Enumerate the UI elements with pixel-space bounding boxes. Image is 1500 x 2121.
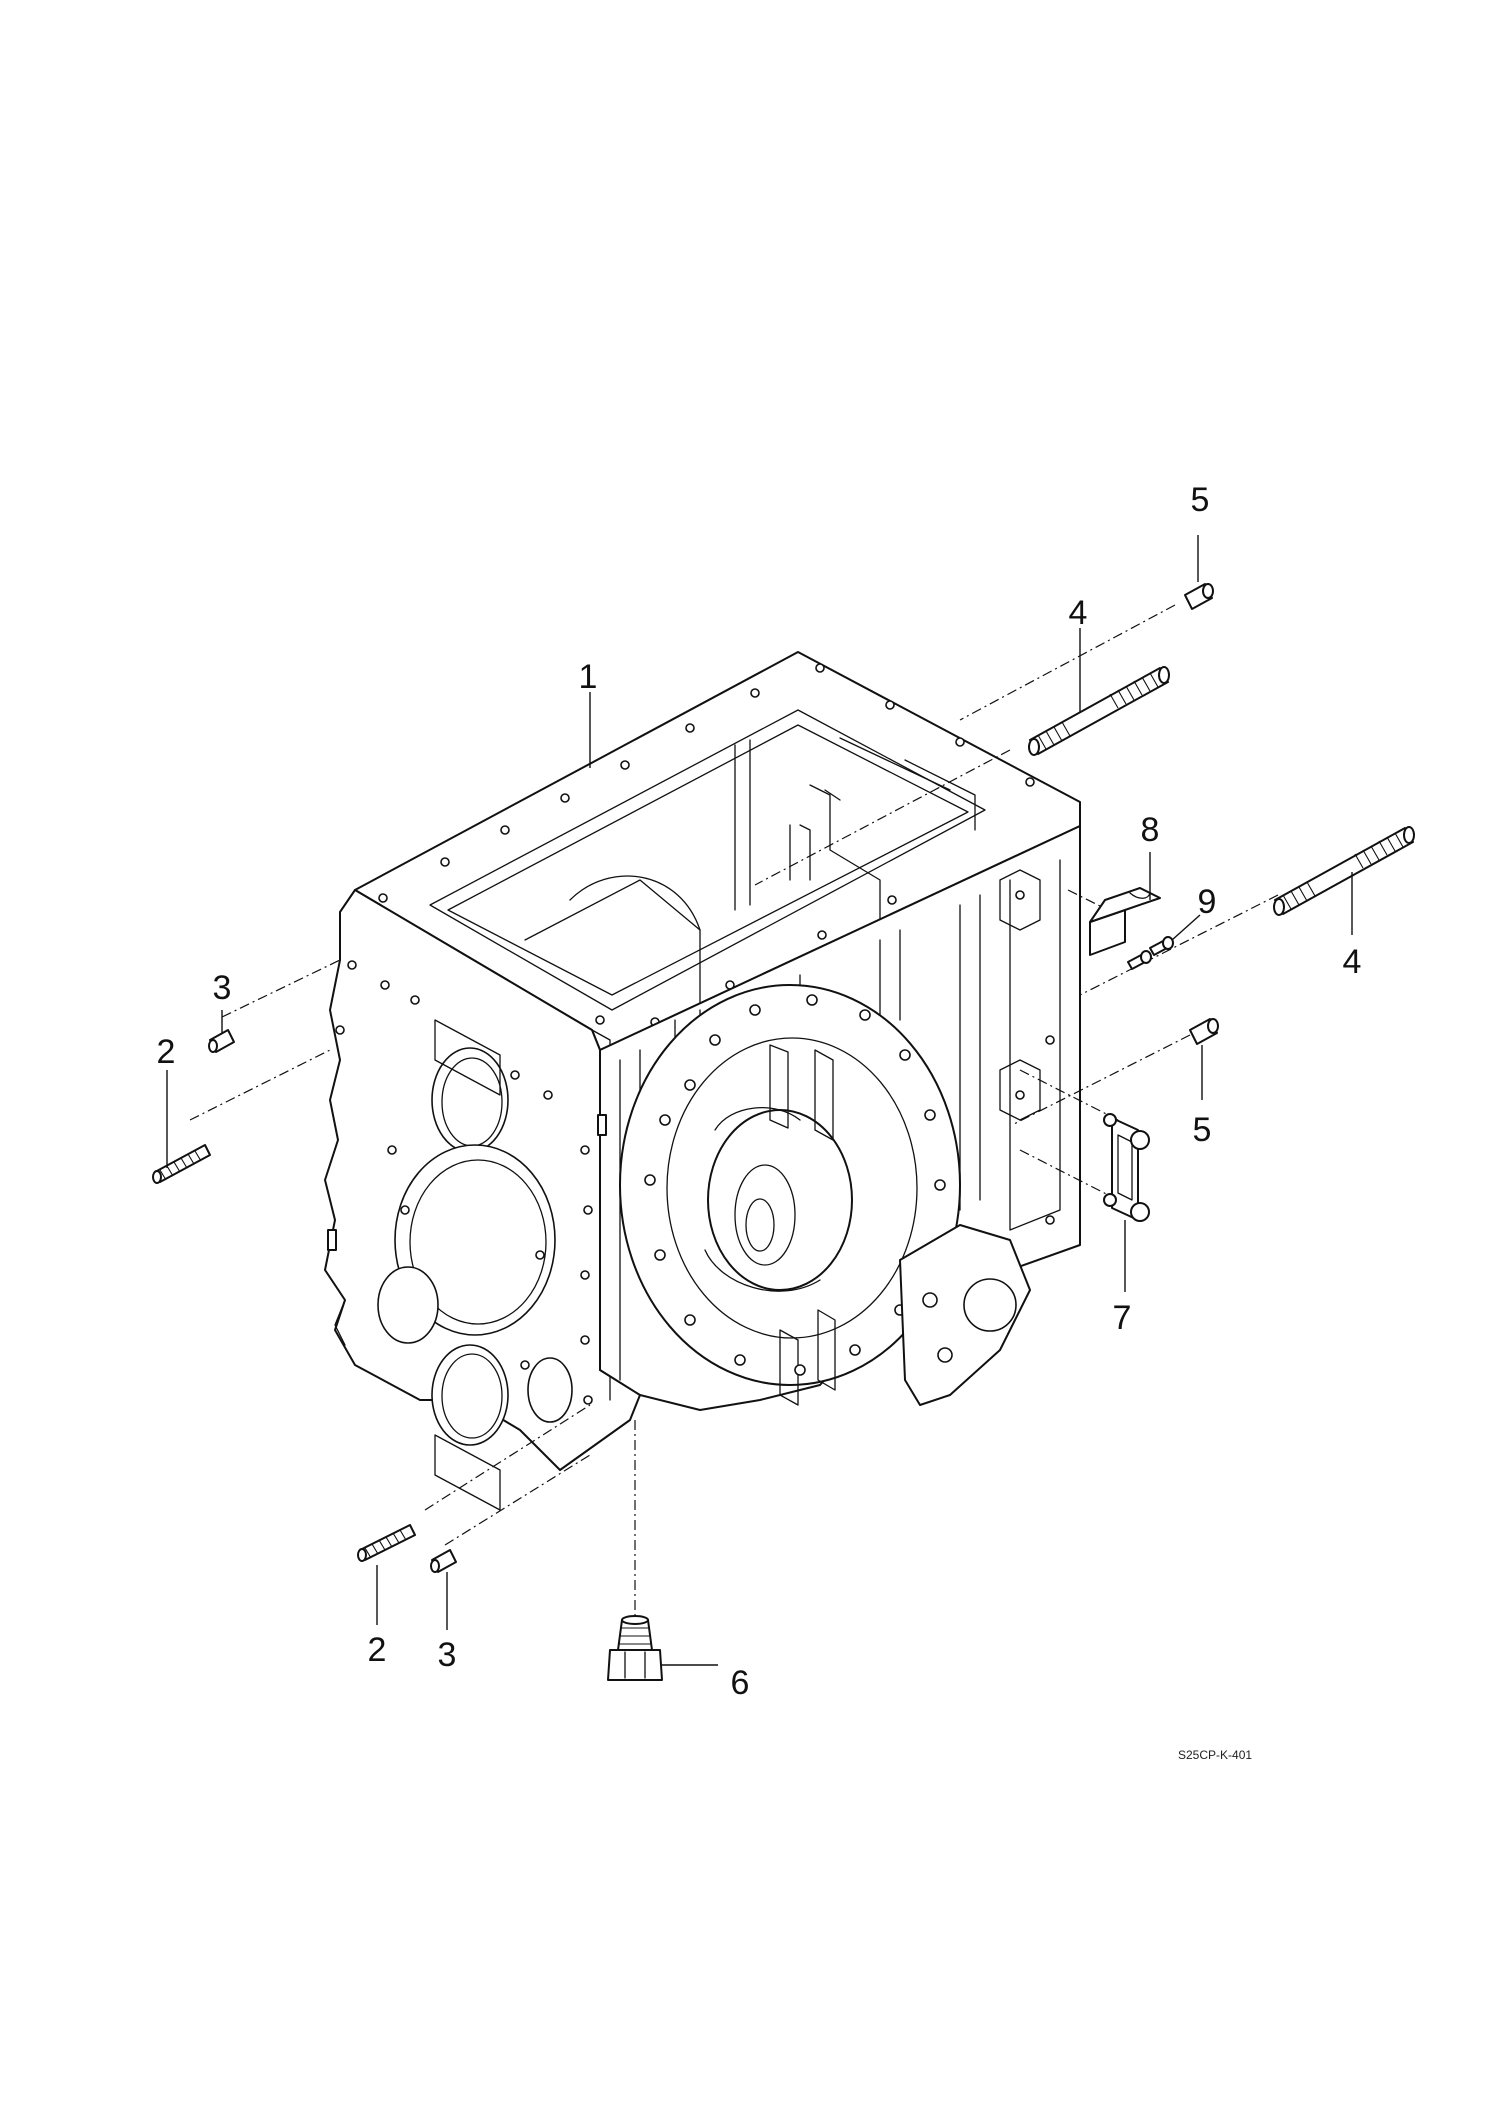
bolts — [1127, 936, 1174, 970]
stud-left-upper — [152, 1144, 211, 1184]
callout-9: 9 — [1197, 883, 1217, 921]
callout-8: 8 — [1140, 811, 1160, 849]
dowel-pin-right-upper — [1184, 583, 1214, 610]
center-lines — [189, 604, 1279, 1615]
drain-plug — [607, 1615, 663, 1681]
callout-6: 6 — [730, 1664, 750, 1702]
callout-4-upper: 4 — [1068, 594, 1088, 632]
callout-7: 7 — [1112, 1299, 1132, 1337]
drawing-reference: S25CP-K-401 — [1178, 1748, 1253, 1762]
callout-2-lower: 2 — [367, 1631, 387, 1669]
callout-1: 1 — [578, 658, 598, 696]
callout-2-upper: 2 — [156, 1033, 176, 1071]
stud-left-lower — [357, 1524, 416, 1562]
transmission-housing — [324, 651, 1081, 1511]
callout-3-upper: 3 — [212, 969, 232, 1007]
dowel-pin-right-lower — [1189, 1018, 1219, 1045]
dowel-pin-left-lower — [430, 1549, 457, 1573]
callout-3-lower: 3 — [437, 1636, 457, 1674]
long-stud-lower — [1273, 826, 1415, 916]
callout-5-lower: 5 — [1192, 1111, 1212, 1149]
callout-5-upper: 5 — [1190, 481, 1210, 519]
leader-lines — [166, 535, 1353, 1666]
callout-4-lower: 4 — [1342, 943, 1362, 981]
mounting-bracket — [1103, 1113, 1150, 1222]
long-stud-upper — [1028, 666, 1170, 756]
